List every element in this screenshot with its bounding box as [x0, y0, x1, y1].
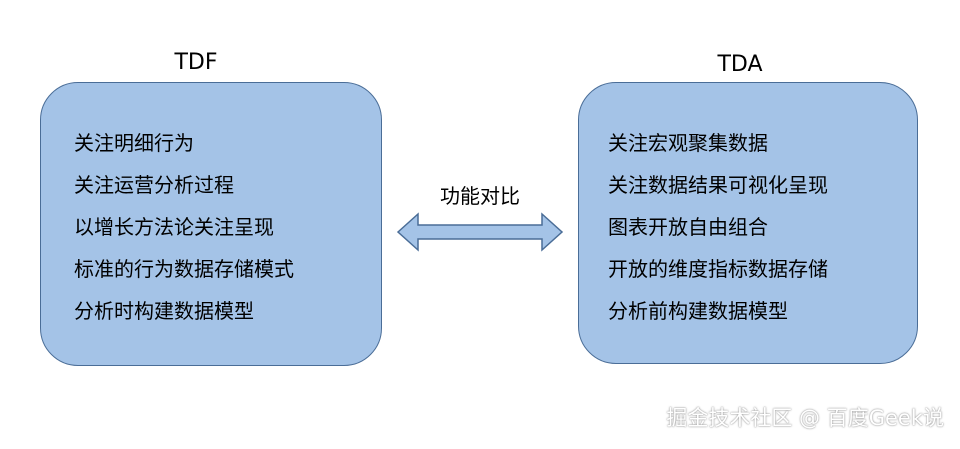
- tda-feature-item: 开放的维度指标数据存储: [608, 257, 828, 281]
- tda-feature-list: 关注宏观聚集数据 关注数据结果可视化呈现 图表开放自由组合 开放的维度指标数据存…: [608, 122, 828, 332]
- tda-box: [578, 82, 918, 364]
- tdf-feature-item: 关注明细行为: [74, 131, 194, 155]
- tda-feature-item: 关注宏观聚集数据: [608, 131, 768, 155]
- tdf-feature-item: 分析时构建数据模型: [74, 299, 254, 323]
- tda-feature-item: 分析前构建数据模型: [608, 299, 788, 323]
- watermark: 掘金技术社区 @ 百度Geek说: [666, 406, 944, 430]
- tda-feature-item: 图表开放自由组合: [608, 215, 768, 239]
- tdf-feature-item: 以增长方法论关注呈现: [74, 215, 274, 239]
- compare-label: 功能对比: [440, 184, 520, 208]
- tdf-title: TDF: [174, 50, 218, 75]
- tdf-box: [40, 82, 382, 366]
- tdf-feature-list: 关注明细行为 关注运营分析过程 以增长方法论关注呈现 标准的行为数据存储模式 分…: [74, 122, 294, 332]
- tdf-feature-item: 关注运营分析过程: [74, 173, 234, 197]
- tda-title: TDA: [717, 52, 763, 77]
- tdf-feature-item: 标准的行为数据存储模式: [74, 257, 294, 281]
- tda-feature-item: 关注数据结果可视化呈现: [608, 173, 828, 197]
- double-headed-arrow-icon: [396, 212, 564, 252]
